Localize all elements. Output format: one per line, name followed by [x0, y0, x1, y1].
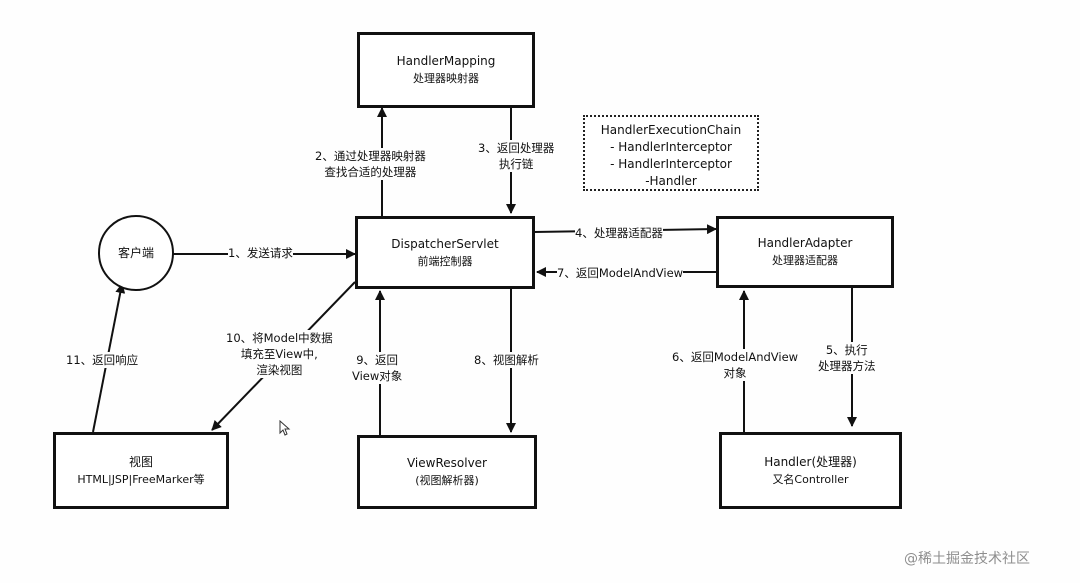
- step-8-label: 8、视图解析: [474, 352, 539, 368]
- step-1-label: 1、发送请求: [228, 245, 293, 261]
- execution-chain-interceptor-1: - HandlerInterceptor: [610, 140, 732, 154]
- step-1-text: 1、发送请求: [228, 246, 293, 260]
- handler-adapter-name: HandlerAdapter: [757, 236, 853, 250]
- view-box: 视图 HTML|JSP|FreeMarker等: [53, 432, 229, 509]
- execution-chain-handler: -Handler: [645, 174, 697, 188]
- step-3-label: 3、返回处理器 执行链: [478, 140, 555, 172]
- step-4-label: 4、处理器适配器: [575, 225, 663, 241]
- step-3-line1: 3、返回处理器: [478, 141, 555, 155]
- mouse-cursor-icon: [279, 420, 291, 436]
- step-10-line2: 填充至View中,: [240, 347, 318, 361]
- view-resolver-desc: (视图解析器): [415, 474, 479, 487]
- view-resolver-name: ViewResolver: [406, 456, 487, 470]
- handler-mapping-name: HandlerMapping: [396, 54, 496, 68]
- handler-name: Handler(处理器): [764, 454, 857, 469]
- handler-box: Handler(处理器) 又名Controller: [719, 432, 902, 509]
- step-5-line1: 5、执行: [825, 343, 868, 357]
- client-label: 客户端: [117, 245, 154, 260]
- step-2-line2: 查找合适的处理器: [324, 165, 417, 179]
- step-9-line1: 9、返回: [356, 353, 399, 367]
- execution-chain-interceptor-2: - HandlerInterceptor: [610, 157, 732, 171]
- step-7-label: 7、返回ModelAndView: [557, 265, 684, 281]
- step-10-line3: 渲染视图: [256, 363, 303, 377]
- dispatcher-servlet-name: DispatcherServlet: [391, 236, 499, 251]
- view-resolver-box: ViewResolver (视图解析器): [357, 435, 537, 509]
- step-3-line2: 执行链: [498, 157, 534, 171]
- handler-mapping-box: HandlerMapping 处理器映射器: [357, 32, 535, 108]
- view-name: 视图: [128, 454, 153, 469]
- watermark: @稀土掘金技术社区: [904, 551, 1030, 567]
- handler-mapping-desc: 处理器映射器: [413, 72, 479, 85]
- handler-desc: 又名Controller: [772, 472, 849, 486]
- step-8-text: 8、视图解析: [474, 353, 539, 367]
- handler-adapter-desc: 处理器适配器: [772, 254, 838, 267]
- step-9-label: 9、返回 View对象: [352, 352, 403, 384]
- handler-execution-chain-note: HandlerExecutionChain - HandlerIntercept…: [583, 115, 759, 191]
- step-2-label: 2、通过处理器映射器 查找合适的处理器: [315, 148, 426, 180]
- step-11-label: 11、返回响应: [66, 352, 139, 368]
- dispatcher-servlet-desc: 前端控制器: [417, 254, 473, 268]
- step-4-text: 4、处理器适配器: [575, 226, 663, 240]
- execution-chain-title: HandlerExecutionChain: [600, 123, 742, 137]
- step-2-line1: 2、通过处理器映射器: [315, 149, 426, 163]
- step-9-line2: View对象: [352, 369, 403, 383]
- step-10-label: 10、将Model中数据 填充至View中, 渲染视图: [226, 330, 333, 378]
- view-desc: HTML|JSP|FreeMarker等: [77, 472, 205, 486]
- step-6-line2: 对象: [723, 366, 747, 380]
- handler-adapter-box: HandlerAdapter 处理器适配器: [716, 216, 894, 288]
- step-5-label: 5、执行 处理器方法: [818, 342, 876, 374]
- step-11-text: 11、返回响应: [66, 353, 139, 367]
- step-5-line2: 处理器方法: [818, 359, 876, 373]
- client-circle: 客户端: [98, 215, 174, 291]
- step-6-label: 6、返回ModelAndView 对象: [672, 349, 799, 381]
- step-10-line1: 10、将Model中数据: [226, 331, 333, 345]
- dispatcher-servlet-box: DispatcherServlet 前端控制器: [355, 216, 535, 289]
- step-6-line1: 6、返回ModelAndView: [672, 350, 799, 364]
- step-7-text: 7、返回ModelAndView: [557, 266, 684, 280]
